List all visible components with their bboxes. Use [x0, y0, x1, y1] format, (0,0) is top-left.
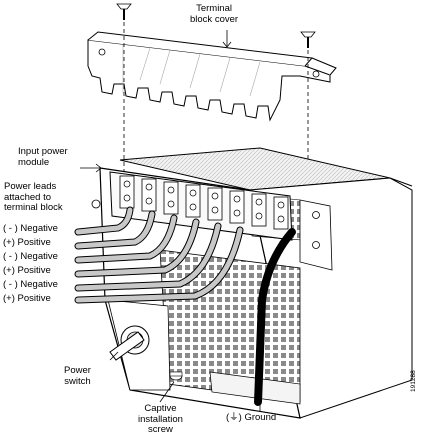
- figure-id: 191288: [410, 370, 417, 392]
- lead-label: (+) Positive: [3, 265, 51, 276]
- power-switch-label: Power switch: [64, 365, 91, 387]
- ground-label: (⏚) Ground: [226, 412, 277, 423]
- terminal-block-cover-label: Terminal block cover: [190, 3, 239, 25]
- lead-polarity-list: ( - ) Negative (+) Positive ( - ) Negati…: [3, 222, 58, 306]
- ground-wire: [254, 228, 296, 406]
- power-leads: [74, 206, 244, 304]
- lead-label: ( - ) Negative: [3, 223, 58, 234]
- alignment-guides: [123, 22, 309, 200]
- ground-symbol-icon: (⏚): [226, 412, 242, 423]
- lead-label: (+) Positive: [3, 237, 51, 248]
- lead-label: ( - ) Negative: [3, 251, 58, 262]
- captive-screw: [169, 371, 183, 381]
- lead-label: (+) Positive: [3, 293, 51, 304]
- input-power-module-label: Input power module: [18, 146, 68, 168]
- terminal-block: [91, 171, 293, 241]
- cover-screw-right: [300, 31, 316, 48]
- cover-screw-left: [116, 3, 132, 20]
- lead-label: ( - ) Negative: [3, 279, 58, 290]
- terminal-block-cover: [87, 31, 337, 122]
- captive-screw-label: Captive installation screw: [138, 403, 183, 435]
- leader-lines: [80, 30, 261, 412]
- power-switch: [109, 325, 150, 361]
- power-leads-label: Power leads attached to terminal block: [4, 181, 63, 213]
